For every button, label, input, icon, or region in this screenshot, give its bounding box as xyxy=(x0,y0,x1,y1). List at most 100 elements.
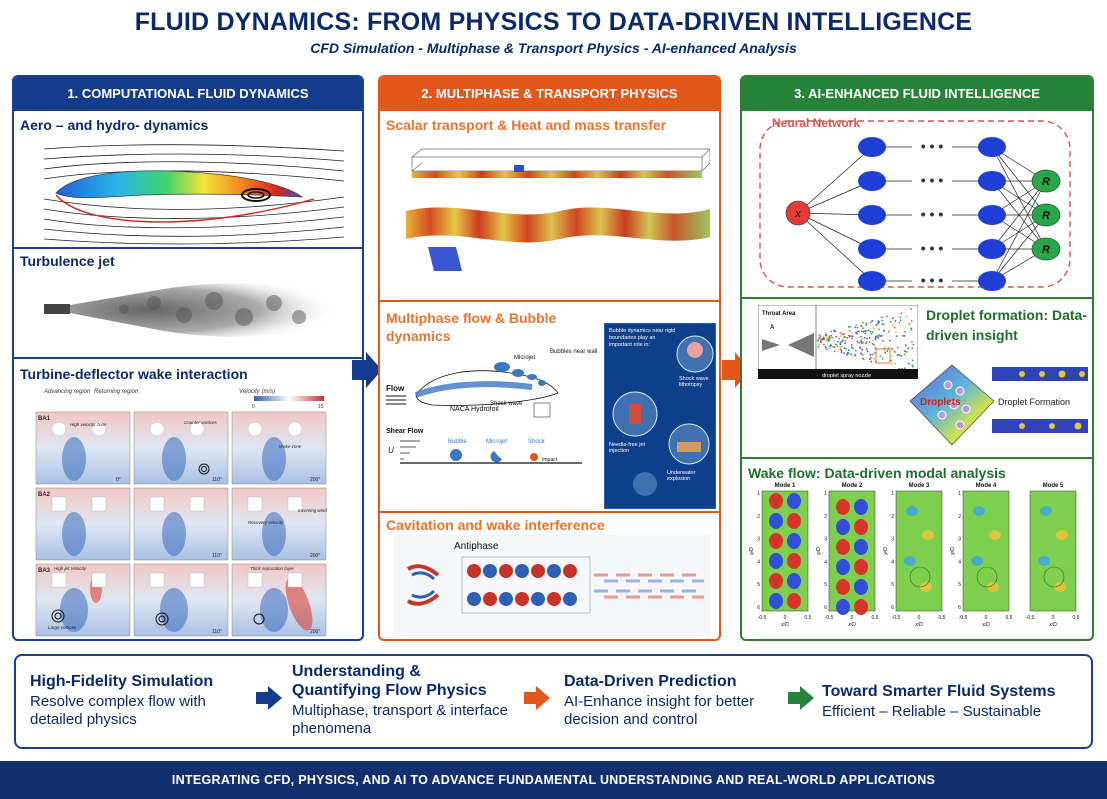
impact-label: Impact xyxy=(542,457,558,463)
mode-y-tick: 3 xyxy=(757,537,760,543)
step-arrow-3 xyxy=(788,686,814,710)
colorbar-min: 0 xyxy=(252,404,255,410)
mode-y-tick: 1 xyxy=(824,491,827,497)
mode-title: Mode 1 xyxy=(775,483,796,489)
arrow-cfd-to-physics xyxy=(352,352,382,388)
angle-110-r3: 110° xyxy=(212,629,222,635)
hydrofoil-label: NACA Hydrofoil xyxy=(450,406,499,413)
mode-y-tick: 2 xyxy=(958,514,961,520)
turbine-wake-figure: Advancing region Returning region Veloci… xyxy=(35,389,327,637)
mode-y-tick: 4 xyxy=(757,559,760,565)
wake-grid xyxy=(35,411,327,637)
scalar-transport-figure xyxy=(406,148,710,271)
arrow-physics-to-ai xyxy=(722,352,750,388)
nn-hidden-node xyxy=(858,271,886,291)
advancing-region-label: Advancing region xyxy=(43,389,91,395)
nn-input-label: x xyxy=(794,208,801,220)
shock-wave-label: Shock wave xyxy=(490,401,523,407)
nn-hidden-node xyxy=(978,239,1006,259)
mode-y-tick: 1 xyxy=(757,491,760,497)
droplet-formation-title: Droplet formation: Data-driven insight xyxy=(926,307,1087,343)
mode-y-label: y/D xyxy=(950,547,956,556)
note-high-velocity: High velocity zone xyxy=(70,422,107,427)
panel-item-injection: Needle-free jet injection xyxy=(609,442,646,454)
nozzle-caption: droplet spray nozzle xyxy=(822,373,871,379)
step-smart-heading: Toward Smarter Fluid Systems xyxy=(822,683,1056,700)
angle-0-r1: 0° xyxy=(116,477,121,483)
antiphase-label: Antiphase xyxy=(454,541,499,552)
mode-x-tick: 0.5 xyxy=(1073,615,1080,621)
mode-x-label: x/D xyxy=(780,622,789,628)
mode-x-tick: -0.5 xyxy=(892,615,901,621)
note-incoming-wind: Incoming wind xyxy=(298,508,327,513)
mode-title: Mode 5 xyxy=(1043,483,1064,489)
mode-y-tick: 6 xyxy=(891,605,894,611)
mode-x-tick: -0.5 xyxy=(758,615,767,621)
mode-y-tick: 3 xyxy=(958,537,961,543)
note-high-jet: High jet Velocity xyxy=(54,566,87,571)
note-wake-zone: Wake zone xyxy=(279,444,302,449)
step-physics-text: Multiphase, transport & interface phenom… xyxy=(292,702,508,737)
step-physics-heading: Understanding & Quantifying Flow Physics xyxy=(292,663,487,699)
velocity-u-label: U xyxy=(388,446,394,455)
mode-y-tick: 4 xyxy=(891,559,894,565)
angle-200-r2: 200° xyxy=(310,553,320,559)
panel-item-lithotripsy: Shock wave lithotripsy xyxy=(679,376,709,388)
angle-110-r1: 110° xyxy=(212,477,222,483)
bubble-dynamics-title: Multiphase flow & Bubble dynamics xyxy=(386,310,557,344)
mode-x-tick: -0.5 xyxy=(959,615,968,621)
svg-text:• • •: • • • xyxy=(921,138,944,154)
mode-y-tick: 5 xyxy=(958,582,961,588)
step-simulation-text: Resolve complex flow with detailed physi… xyxy=(30,693,206,728)
mode-y-tick: 2 xyxy=(824,514,827,520)
step-arrow-2 xyxy=(524,686,550,710)
shock-label: Shock xyxy=(528,439,546,445)
mode-x-tick: 0 xyxy=(918,615,921,621)
mode-title: Mode 2 xyxy=(842,483,863,489)
velocity-colorbar xyxy=(254,396,324,401)
nn-output-label: R xyxy=(1042,176,1050,188)
step-physics: Understanding & Quantifying Flow Physics… xyxy=(292,662,514,738)
mode-title: Mode 3 xyxy=(909,483,930,489)
step-prediction-heading: Data-Driven Prediction xyxy=(564,673,737,690)
mode-x-tick: 0.5 xyxy=(872,615,879,621)
throat-area-label: Throat Area xyxy=(762,311,796,317)
angle-110-r2: 110° xyxy=(212,553,222,559)
cfd-heading: 1. COMPUTATIONAL FLUID DYNAMICS xyxy=(14,77,362,111)
physics-heading: 2. MULTIPHASE & TRANSPORT PHYSICS xyxy=(380,77,719,111)
bubble-application-panel: Bubble dynamics near rigid boundaries pl… xyxy=(604,323,716,509)
aero-hydro-title: Aero – and hydro- dynamics xyxy=(20,117,209,133)
physics-column: 2. MULTIPHASE & TRANSPORT PHYSICS Scalar… xyxy=(378,75,721,641)
nn-hidden-node xyxy=(858,239,886,259)
flow-label: Flow xyxy=(386,384,405,393)
mode-x-tick: 0 xyxy=(851,615,854,621)
step-prediction-text: AI-Enhance insight for better decision a… xyxy=(564,693,755,728)
microjet-label: Microjet xyxy=(514,355,535,361)
mode-x-tick: 0 xyxy=(1052,615,1055,621)
mode-panel xyxy=(1029,490,1077,612)
nn-output-node xyxy=(1031,169,1061,193)
step-simulation-heading: High-Fidelity Simulation xyxy=(30,673,214,690)
angle-200-r1: 200° xyxy=(310,477,320,483)
bubbles-near-wall-label: Bubbles near wall xyxy=(550,349,597,355)
summary-strip: High-Fidelity Simulation Resolve complex… xyxy=(14,654,1093,749)
step-prediction: Data-Driven Prediction AI-Enhance insigh… xyxy=(564,672,784,729)
turbine-wake-title: Turbine-deflector wake interaction xyxy=(20,366,248,382)
mode-panel xyxy=(761,490,809,612)
nn-output-label: R xyxy=(1042,244,1050,256)
subtitle: CFD Simulation - Multiphase & Transport … xyxy=(310,40,797,56)
cavitation-figure: Antiphase xyxy=(394,535,710,635)
mode-x-tick: 0 xyxy=(985,615,988,621)
footer-banner: INTEGRATING CFD, PHYSICS, AND AI TO ADVA… xyxy=(0,761,1107,799)
droplet-formation-figure: Droplets Droplet Formation xyxy=(909,364,1088,446)
mode-y-tick: 6 xyxy=(757,605,760,611)
nn-hidden-node xyxy=(978,171,1006,191)
mode-y-tick: 4 xyxy=(824,559,827,565)
note-separation-layer: Thick separation layer xyxy=(250,566,295,571)
vortex-street xyxy=(467,564,704,606)
note-recovery-velocity: Recovery velocity xyxy=(248,520,284,525)
nn-input-node xyxy=(785,200,811,226)
mode-title: Mode 4 xyxy=(976,483,997,489)
mode-x-tick: -0.5 xyxy=(825,615,834,621)
nozzle-spray-figure: Throat Area A droplet spray nozzle xyxy=(758,305,918,379)
